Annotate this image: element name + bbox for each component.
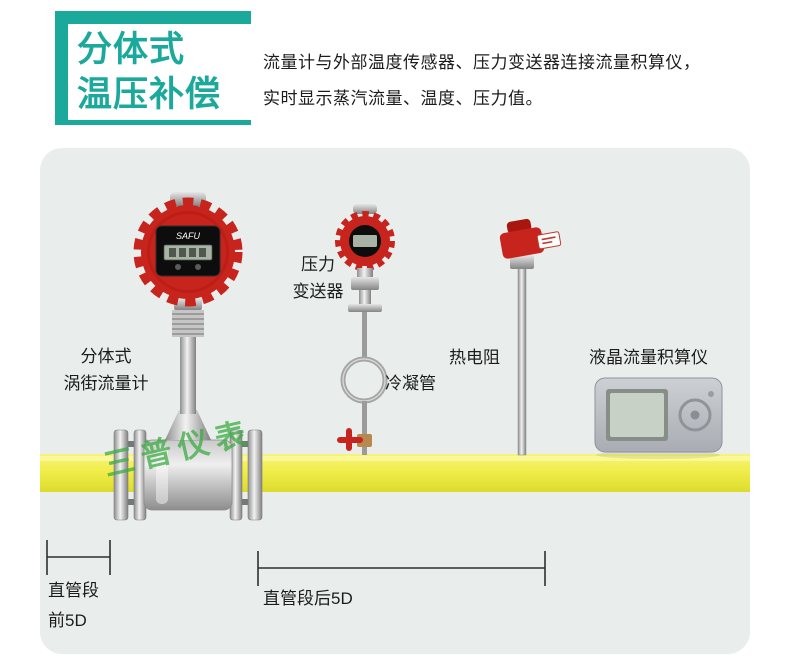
meter-cone bbox=[165, 410, 211, 440]
rtd-illustration bbox=[499, 218, 562, 456]
totalizer-lcd bbox=[610, 393, 664, 437]
description: 流量计与外部温度传感器、压力变送器连接流量积算仪， 实时显示蒸汽流量、温度、压力… bbox=[263, 45, 701, 117]
title-card: 分体式 温压补偿 bbox=[68, 24, 258, 120]
diagram-illustration: SAFU bbox=[40, 192, 750, 586]
rtd-label: 热电阻 bbox=[449, 348, 500, 367]
flange-bolts bbox=[127, 441, 249, 505]
rtd-head bbox=[499, 227, 545, 259]
page-title-line2: 温压补偿 bbox=[77, 75, 222, 114]
dim-left-line1: 直管段 bbox=[48, 581, 99, 600]
meter-stem bbox=[180, 336, 196, 414]
flowmeter-label-line2: 涡街流量计 bbox=[63, 374, 149, 393]
flowmeter-label: 分体式 涡街流量计 bbox=[50, 343, 162, 397]
condenser-label: 冷凝管 bbox=[385, 374, 436, 393]
transmitter-top-cap bbox=[353, 204, 377, 214]
totalizer-dial bbox=[678, 398, 712, 432]
description-line1: 流量计与外部温度传感器、压力变送器连接流量积算仪， bbox=[263, 53, 701, 72]
flowmeter-label-line1: 分体式 bbox=[80, 347, 132, 366]
dim-left-line2: 前5D bbox=[48, 611, 87, 630]
rtd-tag bbox=[536, 231, 562, 250]
impulse-tube-upper bbox=[362, 312, 367, 360]
pressure-transmitter-illustration bbox=[335, 204, 395, 455]
pressure-label-line1: 压力 bbox=[301, 255, 335, 274]
dim-left-label: 直管段 前5D bbox=[48, 576, 99, 636]
meter-brand-text: SAFU bbox=[176, 231, 201, 241]
totalizer-illustration bbox=[594, 377, 723, 459]
diagram-panel: SAFU bbox=[40, 148, 750, 654]
pipe-flange-right bbox=[247, 429, 263, 521]
pressure-label-line2: 变送器 bbox=[292, 282, 344, 301]
pressure-transmitter-label: 压力 变送器 bbox=[270, 251, 366, 305]
rtd-probe bbox=[517, 267, 527, 456]
transmitter-hex-nut bbox=[351, 277, 379, 290]
transmitter-lcd bbox=[353, 235, 377, 247]
rtd-hex-nut bbox=[510, 255, 534, 269]
page-title-line1: 分体式 bbox=[77, 30, 186, 69]
totalizer-label: 液晶流量积算仪 bbox=[589, 348, 708, 367]
pipe-flange-left bbox=[113, 429, 129, 521]
dimension-lines bbox=[46, 540, 546, 586]
impulse-tube-lower bbox=[362, 401, 367, 434]
dim-right-label: 直管段后5D bbox=[263, 589, 353, 608]
description-line2: 实时显示蒸汽流量、温度、压力值。 bbox=[263, 89, 543, 108]
vortex-flowmeter-illustration: SAFU bbox=[113, 192, 263, 521]
